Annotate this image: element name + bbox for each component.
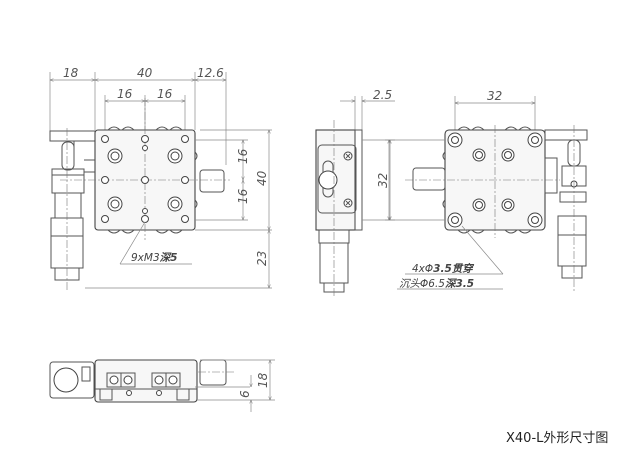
dim-height-lower: 16 [236, 188, 250, 204]
note-m3-holes: 9xM3深5 [131, 252, 177, 264]
dim-right-offset: 12.6 [197, 66, 224, 80]
m3-holes [101, 135, 189, 223]
top-view: 18 40 12.6 16 16 [49, 66, 272, 292]
bottom-view: 32 [385, 89, 588, 292]
dim-stage-width: 40 [137, 66, 153, 80]
dim-plate-thickness: 2.5 [373, 88, 392, 102]
dim-hole-pitch-left: 16 [117, 87, 133, 101]
note-through-holes-line1: 4xΦ3.5贯穿 [412, 262, 474, 275]
dim-height-upper: 16 [236, 148, 250, 164]
dim-base-height: 6 [238, 390, 252, 398]
side-view: 2.5 32 [315, 88, 395, 298]
counterbore-holes [447, 132, 543, 228]
front-view: 18 6 [49, 359, 275, 412]
micrometer [50, 128, 95, 292]
note-through-holes-line2: 沉头Φ6.5深3.5 [399, 278, 474, 290]
micrometer-right [544, 125, 587, 292]
dim-hole-spacing: 32 [376, 173, 390, 188]
dim-stage-height: 40 [255, 170, 269, 186]
dim-hole-pitch-right: 16 [157, 87, 173, 101]
drawing-title: X40-L外形尺寸图 [506, 431, 609, 446]
front-screws [106, 372, 181, 396]
dim-total-height: 18 [256, 372, 270, 388]
dim-micrometer-extension: 23 [255, 251, 269, 266]
dim-bottom-hole-pitch: 32 [487, 89, 502, 103]
counterbore-screws [107, 148, 183, 212]
dim-left-width: 18 [63, 66, 79, 80]
